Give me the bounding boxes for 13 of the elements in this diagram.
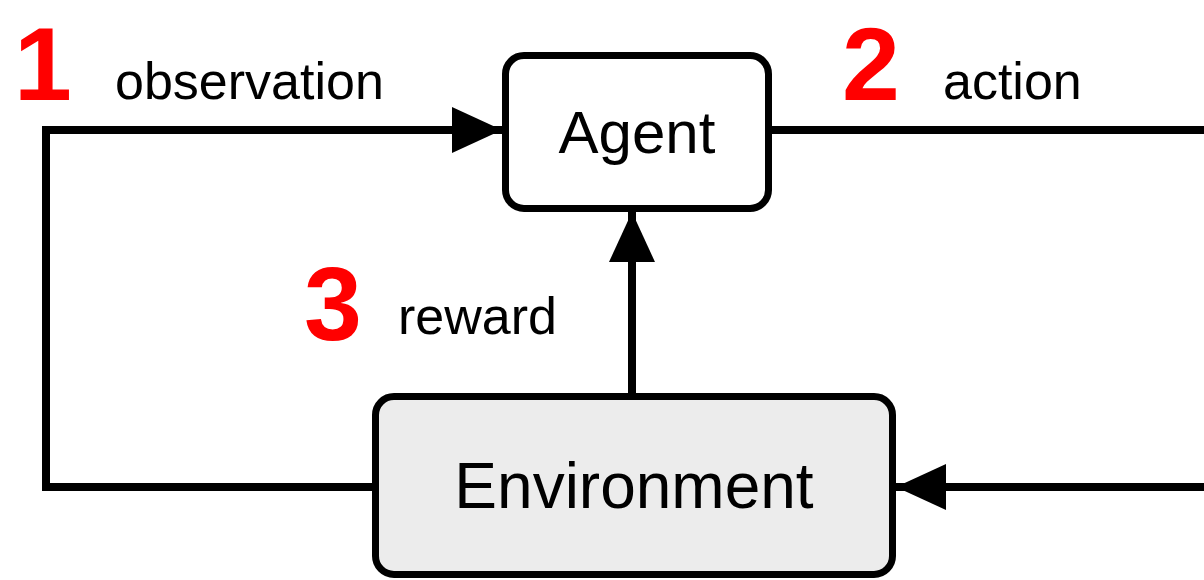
edge-label: observation	[115, 55, 384, 107]
node-label: Environment	[454, 448, 814, 523]
environment-box	[372, 393, 896, 578]
edge-label: action	[943, 55, 1082, 107]
agent-box	[502, 52, 772, 212]
callout-number: 2	[842, 12, 900, 116]
arrow	[609, 212, 655, 393]
arrow	[42, 107, 502, 491]
arrow	[772, 126, 1204, 510]
callout-number: 3	[304, 252, 362, 356]
node-label: Agent	[558, 97, 716, 167]
callout-number: 1	[14, 12, 72, 116]
edge-label: reward	[398, 290, 557, 342]
